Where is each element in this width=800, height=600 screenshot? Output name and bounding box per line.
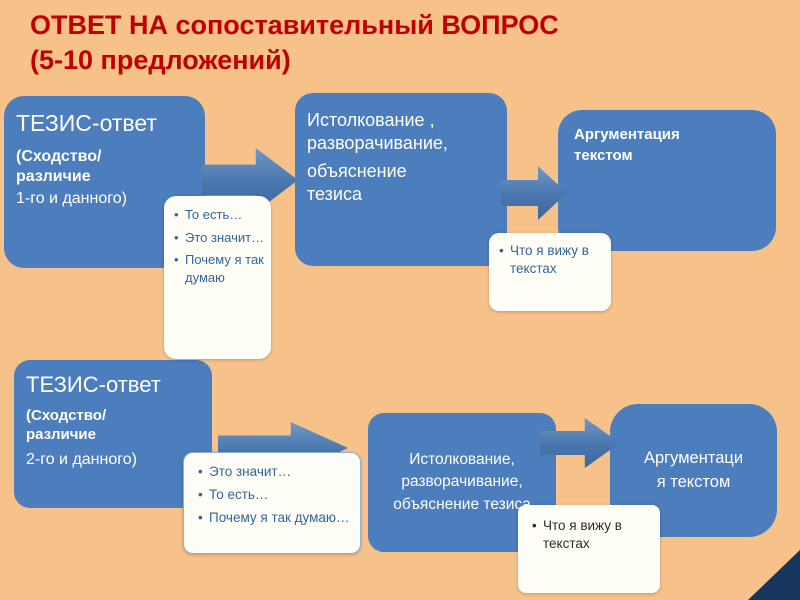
corner-triangle-decoration [748,550,800,600]
interpretation-1-line2: объяснение тезиса [307,160,407,205]
evidence-1-list: Что я вижу в текстах [499,242,605,278]
callout-item: Почему я так думаю… [198,509,350,527]
argumentation-2-label: Аргументация текстом [643,449,744,491]
interpretation-box-1: Истолкование , разворачивание, объяснени… [295,93,507,266]
argumentation-1-label: Аргументация текстом [574,126,680,164]
interpretation-2-label: Истолкование, разворачивание, объяснение… [393,450,531,513]
evidence-2-list: Что я вижу в текстах [532,517,650,553]
callout-item: Что я вижу в текстах [532,517,650,553]
callout-item: Это значит… [174,229,265,247]
evidence-callout-1: Что я вижу в текстах [489,233,611,311]
thesis-2-subtitle-bold: (Сходство/различие [26,407,107,443]
argumentation-box-1: Аргументация текстом [558,110,776,251]
thesis-2-heading: ТЕЗИС-ответ [26,372,161,397]
callout-item: То есть… [174,206,265,224]
callout-item: Что я вижу в текстах [499,242,605,278]
thesis-1-subtitle-rest: 1-го и данного) [16,190,127,207]
callout-item: Почему я так думаю [174,251,265,286]
thesis-2-callout: Это значит… То есть… Почему я так думаю… [183,452,361,554]
thesis-1-subtitle-bold: (Сходство/различие [16,148,102,185]
slide-title-line2: (5-10 предложений) [30,45,291,76]
callout-item: То есть… [198,486,350,504]
thesis-2-callout-list: Это значит… То есть… Почему я так думаю… [198,463,350,528]
thesis-2-subtitle: (Сходство/различие 2-го и данного) [26,407,176,470]
slide-title: ОТВЕТ НА сопоставительный ВОПРОС (5-10 п… [30,8,760,78]
callout-item: Это значит… [198,463,350,481]
thesis-1-subtitle: (Сходство/различие 1-го и данного) [16,147,172,209]
thesis-box-2: ТЕЗИС-ответ (Сходство/различие 2-го и да… [14,360,212,508]
thesis-box-1: ТЕЗИС-ответ (Сходство/различие 1-го и да… [4,96,205,268]
evidence-callout-2: Что я вижу в текстах [518,505,660,593]
thesis-1-callout: То есть… Это значит… Почему я так думаю [164,196,271,359]
interpretation-1-line1: Истолкование , разворачивание, [307,110,448,154]
thesis-2-subtitle-rest: 2-го и данного) [26,450,137,468]
thesis-1-callout-list: То есть… Это значит… Почему я так думаю [174,206,265,286]
slide-title-line1: ОТВЕТ НА сопоставительный ВОПРОС [30,10,559,40]
thesis-1-heading: ТЕЗИС-ответ [16,110,157,136]
